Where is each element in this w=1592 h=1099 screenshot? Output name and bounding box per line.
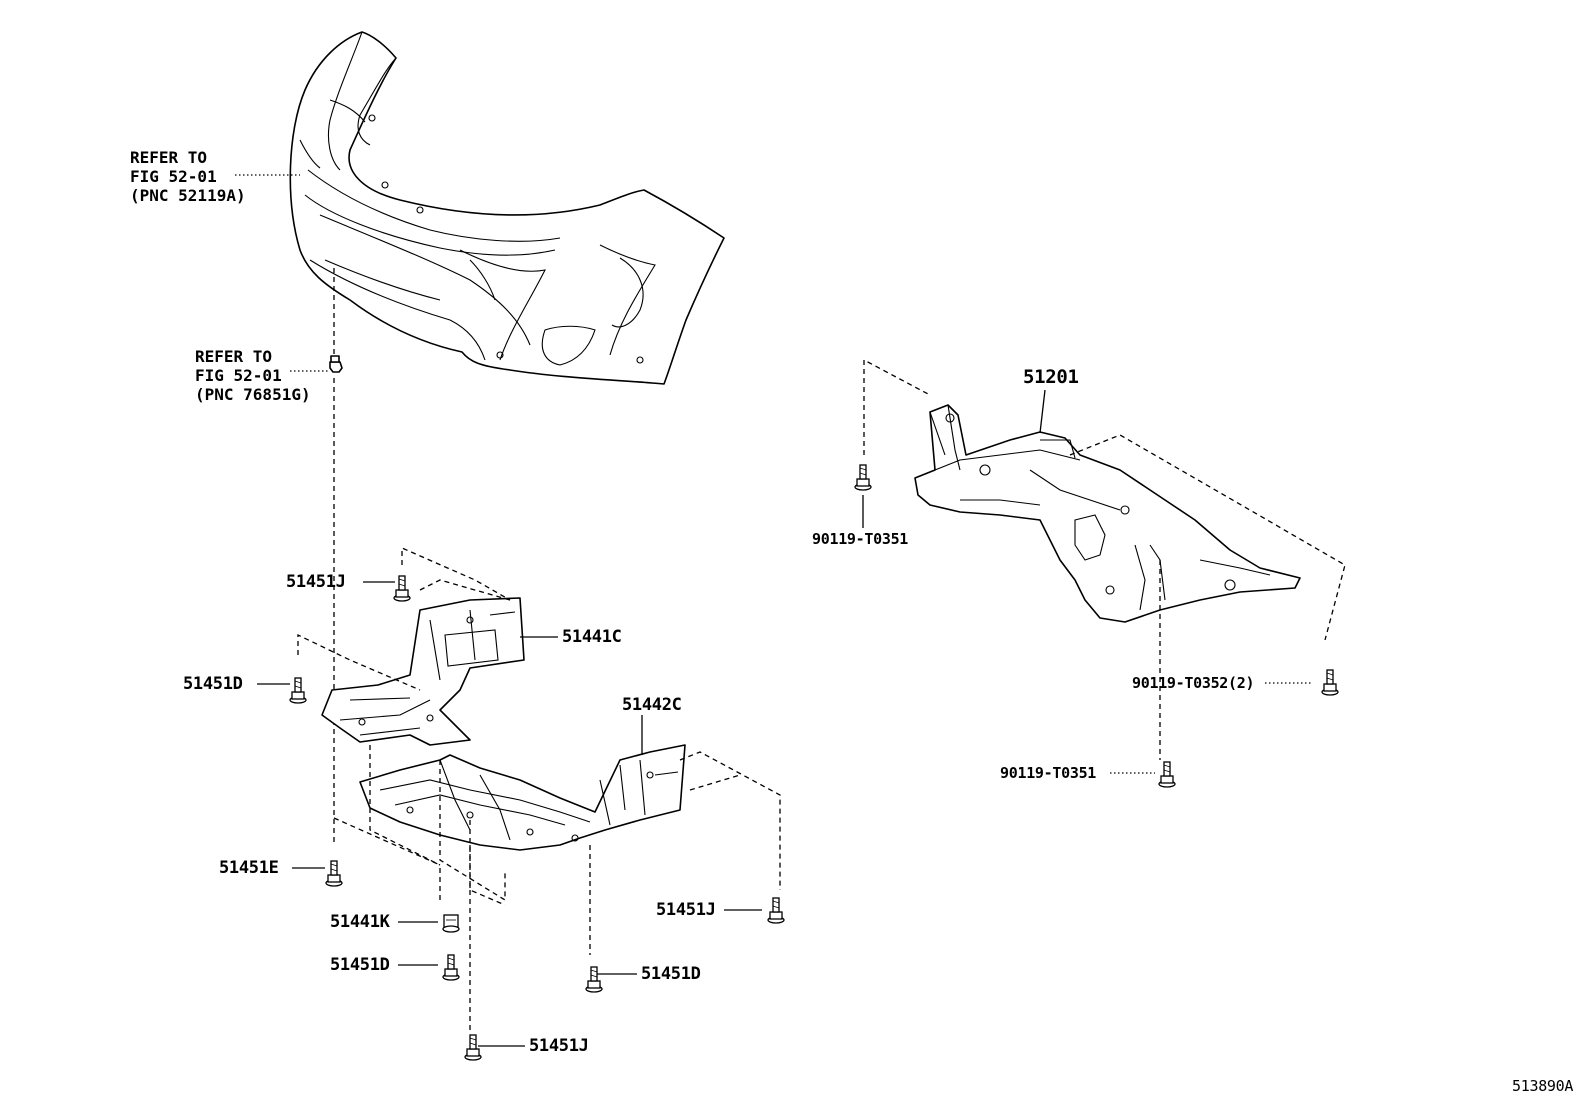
crossmember-dash-lines — [863, 358, 1346, 760]
bumper-ref-line3: (PNC 52119A) — [130, 186, 246, 205]
bumper-ref-line2: FIG 52-01 — [130, 167, 217, 186]
bolt-51451j-bottom — [464, 1034, 482, 1061]
engine-under-cover-51442c — [359, 744, 686, 851]
leader-lines — [257, 389, 1312, 1047]
cover-mount-dash-lines — [297, 547, 781, 1030]
front-suspension-crossmember-51201 — [914, 404, 1301, 623]
part-label-51201[interactable]: 51201 — [1023, 366, 1079, 388]
part-label-51451j-right[interactable]: 51451J — [656, 900, 716, 920]
bolt-51451e — [325, 860, 343, 887]
part-label-51442c[interactable]: 51442C — [622, 695, 682, 715]
part-label-90119-t0351-upper[interactable]: 90119-T0351 — [812, 530, 909, 548]
bolt-51451d-right — [585, 966, 603, 993]
part-label-51451d-right[interactable]: 51451D — [641, 964, 701, 984]
bolt-51451j-top — [393, 575, 411, 602]
part-label-51441k[interactable]: 51441K — [330, 912, 390, 932]
part-label-51451j-bottom[interactable]: 51451J — [529, 1036, 589, 1056]
clip-ref-line3: (PNC 76851G) — [195, 385, 311, 404]
clip-fastener — [329, 355, 343, 373]
bolt-90119-t0352 — [1321, 669, 1339, 696]
nut-51441k — [442, 914, 460, 933]
clip-reference-note: REFER TO FIG 52-01 (PNC 76851G) — [195, 347, 311, 404]
part-label-51451e[interactable]: 51451E — [219, 858, 279, 878]
part-label-51451j-top[interactable]: 51451J — [286, 572, 346, 592]
front-bumper-cover — [289, 31, 725, 385]
figure-id: 513890A — [1512, 1077, 1574, 1095]
part-label-51451d-left[interactable]: 51451D — [183, 674, 243, 694]
part-label-51451d-center[interactable]: 51451D — [330, 955, 390, 975]
part-label-90119-t0352[interactable]: 90119-T0352(2) — [1132, 674, 1255, 692]
part-label-90119-t0351-lower[interactable]: 90119-T0351 — [1000, 764, 1097, 782]
bolt-90119-t0351-lower — [1158, 761, 1176, 788]
bolt-51451j-right — [767, 897, 785, 924]
bolt-51451d-left — [289, 677, 307, 704]
clip-ref-line1: REFER TO — [195, 347, 273, 366]
engine-under-cover-51441c — [321, 597, 525, 746]
bumper-ref-line1: REFER TO — [130, 148, 208, 167]
part-label-51441c[interactable]: 51441C — [562, 627, 622, 647]
clip-ref-line2: FIG 52-01 — [195, 366, 282, 385]
bolt-51451d-center — [442, 954, 460, 981]
bolt-90119-t0351-upper — [854, 464, 872, 491]
bumper-reference-note: REFER TO FIG 52-01 (PNC 52119A) — [130, 148, 246, 205]
